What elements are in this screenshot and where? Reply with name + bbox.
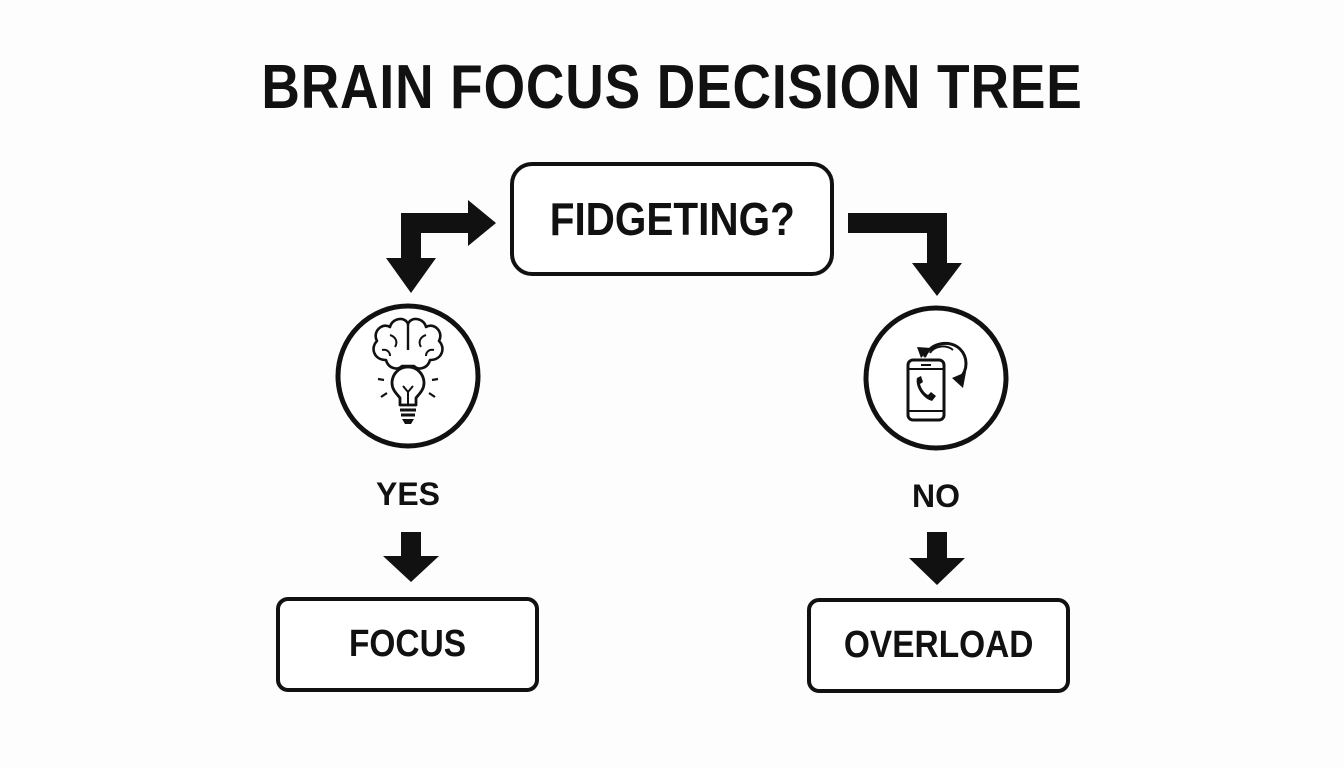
overload-outcome-node: OVERLOAD bbox=[807, 598, 1070, 693]
yes-down-arrow-shaft bbox=[401, 532, 421, 556]
arrow-to-yes-connector bbox=[401, 213, 473, 258]
no-branch-label: NO bbox=[912, 478, 960, 514]
no-down-arrow-head bbox=[909, 558, 965, 585]
yes-down-arrow-head bbox=[383, 556, 439, 582]
focus-outcome-node: FOCUS bbox=[276, 597, 539, 692]
diagram-title: BRAIN FOCUS DECISION TREE bbox=[261, 53, 1083, 122]
yes-branch-label: YES bbox=[375, 476, 441, 512]
phone-refresh-icon bbox=[863, 305, 1009, 451]
no-down-arrow-shaft bbox=[927, 532, 947, 558]
arrow-to-yes-head-down bbox=[386, 258, 436, 293]
question-label: FIDGETING? bbox=[549, 193, 795, 245]
arrow-to-no-connector bbox=[848, 213, 947, 263]
overload-outcome-label: OVERLOAD bbox=[843, 624, 1034, 666]
question-node: FIDGETING? bbox=[510, 162, 834, 276]
arrow-to-yes-head-right bbox=[468, 200, 496, 246]
focus-outcome-label: FOCUS bbox=[348, 623, 467, 665]
brain-lightbulb-icon bbox=[335, 303, 481, 449]
arrow-to-no-head-down bbox=[912, 263, 962, 296]
